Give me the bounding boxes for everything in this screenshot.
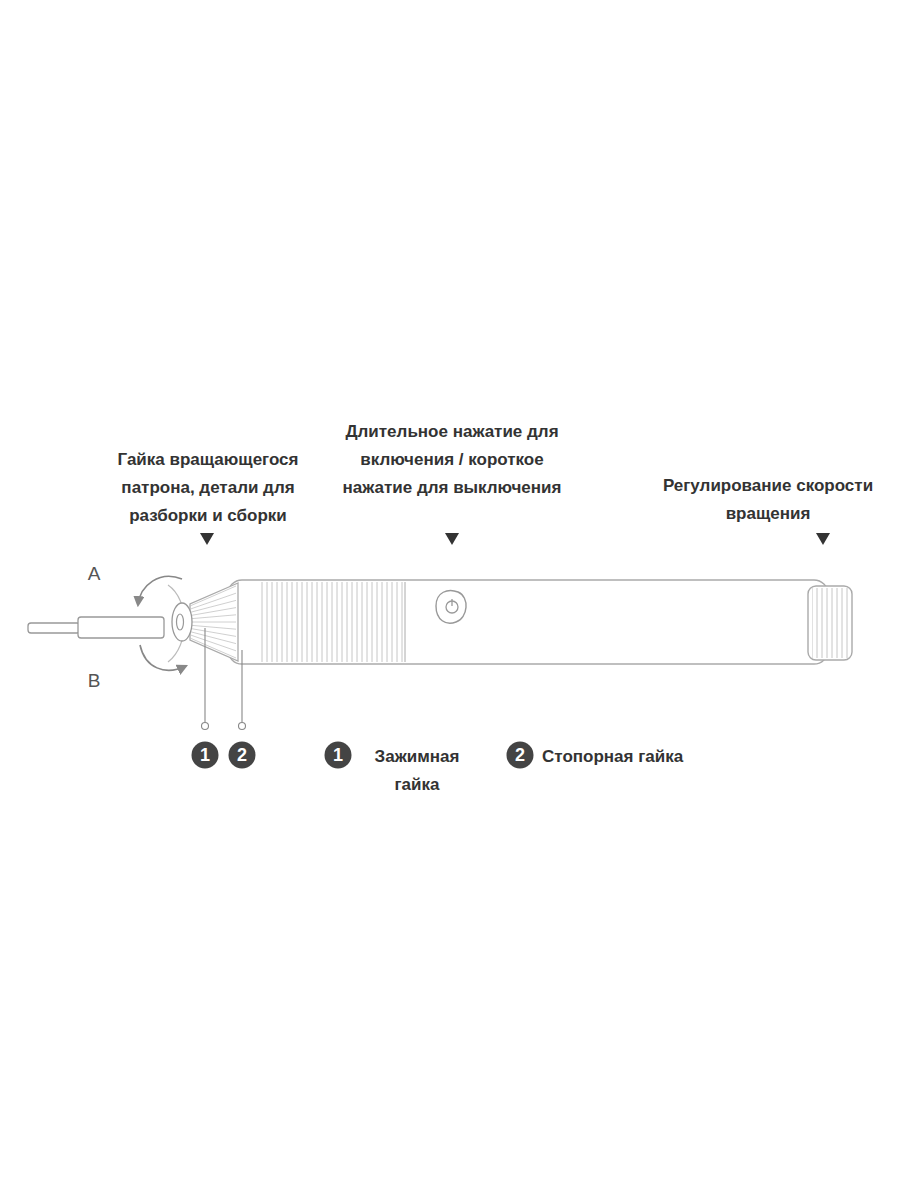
pointer-triangle [445,533,459,545]
callout-label: Гайка вращающегося патрона, детали для р… [92,446,324,530]
callout-number: 1 [191,741,219,769]
rotation-arrow [168,585,185,662]
cone-hatch [190,625,236,629]
part-name: Стопорная гайка [542,743,742,771]
callout-label: Длительное нажатие для включения / корот… [332,418,572,502]
callout-number: 1 [191,741,219,769]
leader-line [202,628,246,730]
pen-body [172,580,852,664]
callout-number: 2 [506,741,534,769]
pointer-triangle [816,533,830,545]
callout-number: 2 [506,741,534,769]
part-name: Зажимная гайка [358,743,476,799]
screwdriver-bit [28,617,164,638]
cone-hatch [190,600,236,612]
cone-hatch [190,608,236,616]
callout-number: 1 [324,741,352,769]
direction-letter: B [84,670,104,692]
callout-number: 2 [228,741,256,769]
callout-number: 2 [228,741,256,769]
cone-hatch [190,622,236,623]
cone-hatch [190,638,236,658]
direction-letter: A [84,563,104,585]
rotation-arrow [138,576,182,605]
power-button [436,591,466,624]
callout-label: Регулирование скорости вращения [652,472,884,528]
pointer-triangle [200,533,214,545]
callout-number: 1 [324,741,352,769]
cone-hatch [190,628,236,636]
cone-hatch [190,615,236,619]
